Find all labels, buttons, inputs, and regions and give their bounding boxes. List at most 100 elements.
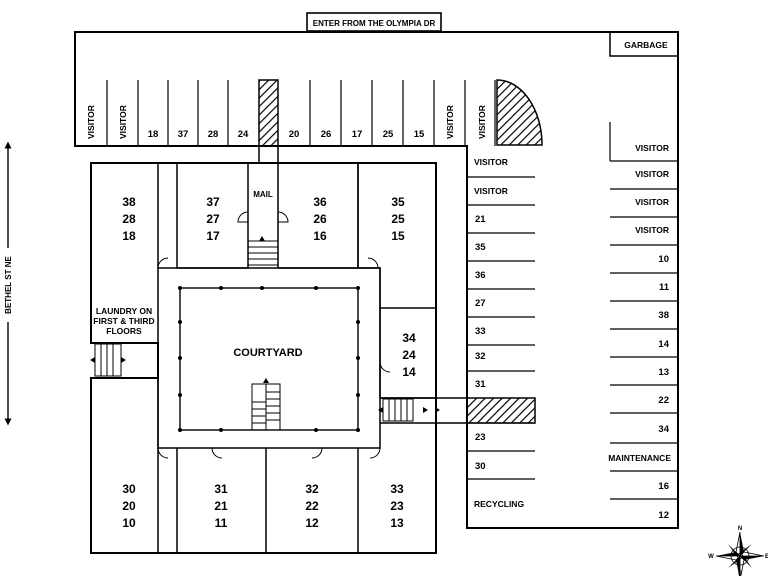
courtyard-fence [179,287,359,431]
rc-space-11: 11 [659,282,670,293]
unit-37-top: 37 [206,195,220,209]
laundry-label: LAUNDRY ON FIRST & THIRD FLOORS [93,306,154,336]
top-visitor-2: VISITOR [118,105,128,139]
left-column-parking [467,176,535,480]
rc-space-10: 10 [658,254,669,265]
top-space-37: 37 [178,129,189,140]
lc-space-21: 21 [475,214,486,225]
rc-space-13: 13 [658,367,669,378]
lc-space-33: 33 [475,326,486,337]
lc-space-35: 35 [475,242,486,253]
unit-31-mid: 21 [214,499,228,513]
top-row-parking [106,80,496,146]
lc-space-36: 36 [475,270,486,281]
unit-37-bot: 17 [206,229,220,243]
top-walkway-hatch [258,79,279,147]
stair-arrows [90,236,440,413]
garbage-box [609,32,678,57]
top-space-15: 15 [414,129,425,140]
unit-34-bot: 14 [402,365,416,379]
laundry-line-3: FLOORS [106,326,142,336]
street-label: BETHEL ST NE [4,256,13,314]
unit-36-top: 36 [313,195,327,209]
rc-visitor-3: VISITOR [635,197,669,207]
top-space-24: 24 [238,129,249,140]
building-outline [90,162,437,554]
right-column-parking [609,122,678,500]
lc-space-32: 32 [475,351,486,362]
door-swings [157,211,391,459]
stairs [94,240,414,431]
parking-lot-outline [74,31,679,529]
top-visitor-4: VISITOR [477,105,487,139]
compass-w: W [708,554,714,560]
compass-s: S [738,571,742,576]
rc-visitor-4: VISITOR [635,225,669,235]
lc-space-27: 27 [475,298,486,309]
rc-space-38: 38 [658,310,669,321]
unit-31-bot: 11 [215,516,228,530]
unit-32-top: 32 [305,482,319,496]
crosswalk-hatch [466,397,536,424]
compass-letters: N W E S [708,526,768,576]
lc-visitor-2: VISITOR [474,186,508,196]
compass-e: E [765,554,768,560]
unit-38-bot: 18 [122,229,136,243]
top-visitor-1: VISITOR [86,105,96,139]
top-space-28: 28 [208,129,219,140]
laundry-line-1: LAUNDRY ON [96,306,152,316]
lc-visitor-1: VISITOR [474,157,508,167]
rc-space-22: 22 [658,395,669,406]
unit-38-mid: 28 [122,212,136,226]
top-space-20: 20 [289,129,300,140]
compass-icon [715,531,765,576]
unit-30-mid: 20 [122,499,136,513]
lc-recycling: RECYCLING [474,499,524,509]
corner-hatch [496,79,543,146]
unit-36-mid: 26 [313,212,327,226]
rc-space-14: 14 [658,339,669,350]
unit-32-mid: 22 [305,499,319,513]
unit-32-bot: 12 [305,516,319,530]
top-space-18: 18 [148,129,159,140]
lc-space-23: 23 [475,432,486,443]
rc-space-34: 34 [658,424,669,435]
rc-visitor-1: VISITOR [635,143,669,153]
rc-visitor-2: VISITOR [635,169,669,179]
right-column-labels: VISITOR VISITOR VISITOR VISITOR 10 11 38… [608,143,671,521]
mail-label: MAIL [253,190,273,199]
unit-35-top: 35 [391,195,405,209]
unit-33-mid: 23 [390,499,404,513]
unit-35-mid: 25 [391,212,405,226]
lc-space-31: 31 [475,379,486,390]
unit-34-top: 34 [402,331,416,345]
unit-37-mid: 27 [206,212,220,226]
unit-33-bot: 13 [390,516,404,530]
rc-space-16: 16 [658,481,669,492]
left-column-labels: VISITOR VISITOR 21 35 36 27 33 32 31 23 … [474,157,524,509]
garbage-label: GARBAGE [624,40,668,50]
rc-space-12: 12 [658,510,669,521]
unit-labels: 38 28 18 37 27 17 36 26 16 35 25 15 34 2… [122,195,416,530]
unit-33-top: 33 [390,482,404,496]
unit-30-top: 30 [122,482,136,496]
top-row-labels: VISITOR VISITOR 18 37 28 24 20 26 17 25 … [86,105,487,140]
unit-38-top: 38 [122,195,136,209]
top-visitor-3: VISITOR [445,105,455,139]
top-space-25: 25 [383,129,394,140]
compass-n: N [738,526,742,532]
top-space-17: 17 [352,129,363,140]
lc-space-30: 30 [475,461,486,472]
unit-36-bot: 16 [313,229,327,243]
entrance-label: ENTER FROM THE OLYMPIA DR [313,19,436,28]
courtyard-label: COURTYARD [233,347,302,359]
top-space-26: 26 [321,129,332,140]
courtyard-posts [178,286,360,432]
unit-34-mid: 24 [402,348,416,362]
unit-35-bot: 15 [391,229,405,243]
unit-31-top: 31 [214,482,228,496]
laundry-line-2: FIRST & THIRD [93,316,154,326]
rc-maintenance: MAINTENANCE [608,453,671,463]
unit-30-bot: 10 [122,516,136,530]
